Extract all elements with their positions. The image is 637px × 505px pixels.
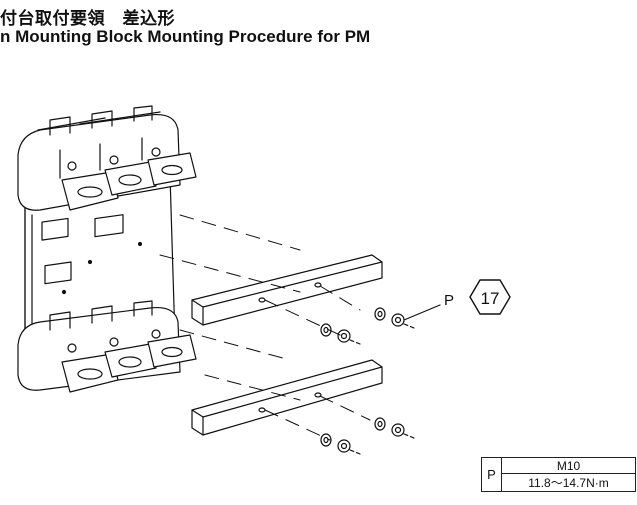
callout-leader	[403, 304, 441, 321]
torque-table: P M10 11.8～14.7N·m	[481, 457, 636, 492]
washer-nut-set	[320, 307, 415, 455]
title-japanese: 付台取付要領 差込形	[0, 9, 175, 29]
torque-table-value: 11.8～14.7N·m	[501, 473, 636, 492]
lower-angle-rail	[191, 359, 383, 436]
torque-table-label: P	[481, 457, 502, 492]
upper-terminal-housing	[17, 105, 197, 211]
callout-letter: P	[444, 292, 454, 309]
lower-terminal-housing	[17, 300, 197, 393]
torque-table-size: M10	[501, 457, 636, 474]
callout-number: 17	[481, 289, 500, 308]
hexagon-callout-icon	[469, 279, 511, 315]
upper-angle-rail	[191, 254, 383, 326]
title-english: n Mounting Block Mounting Procedure for …	[0, 27, 371, 46]
